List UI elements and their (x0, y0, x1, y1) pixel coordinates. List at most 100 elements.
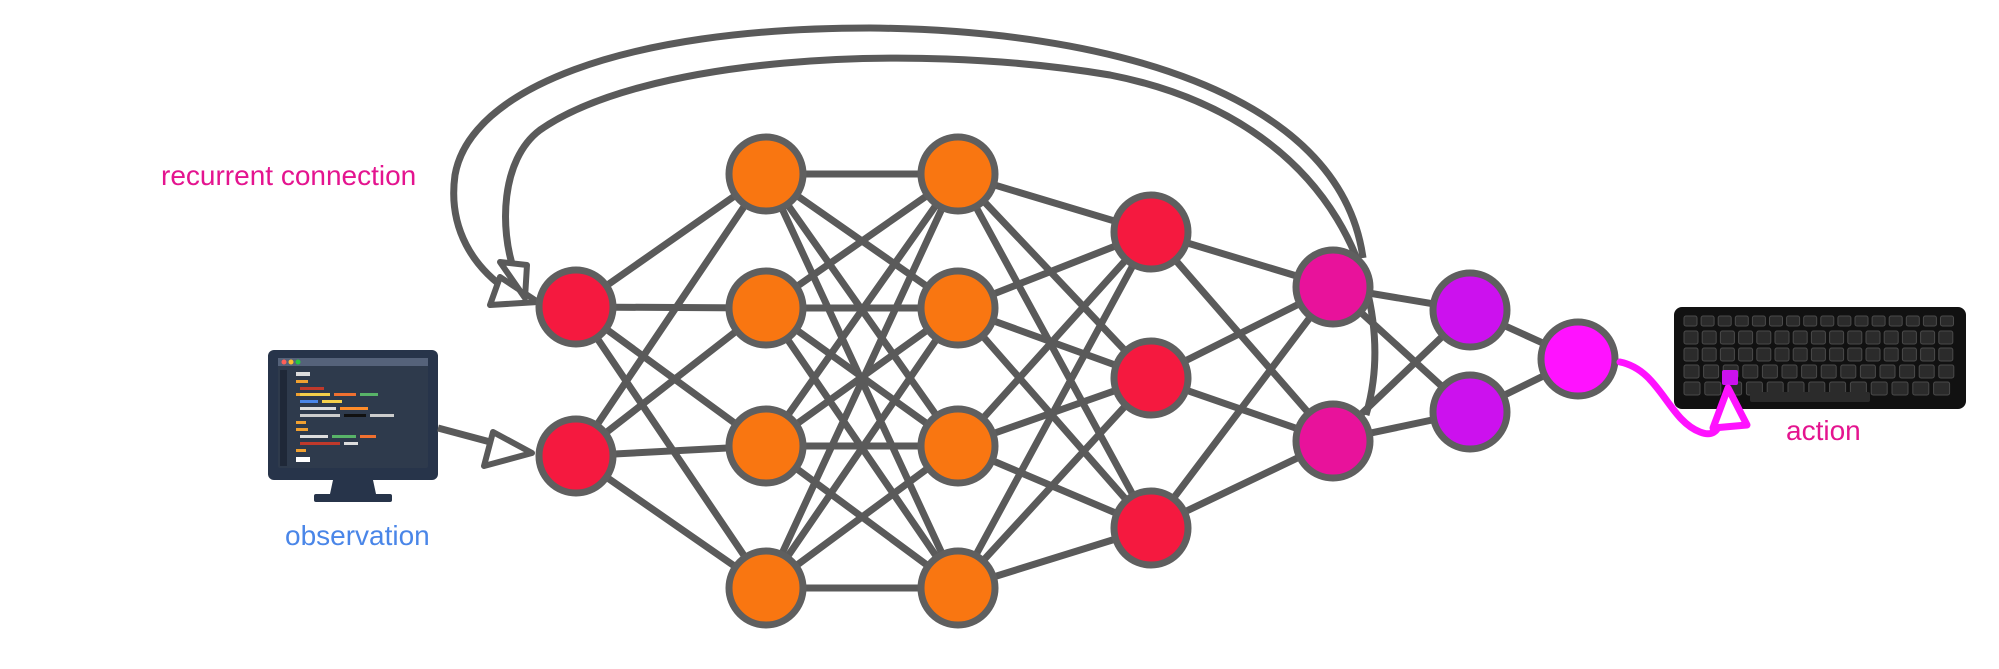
edge-l2-n1-to-l3-n2 (954, 304, 1155, 532)
keyboard-key-r3-k9 (1859, 364, 1876, 379)
node-layer0-1 (535, 415, 617, 497)
keyboard-key-r2-k8 (1829, 347, 1845, 362)
keyboard-key-r0-k0 (1683, 315, 1698, 327)
keyboard-icon (1674, 307, 1966, 409)
keyboard-key-r0-k10 (1854, 315, 1869, 327)
node-layer2-0 (917, 133, 999, 215)
node-layer3-0 (1110, 191, 1192, 273)
edge-l2-n2-to-l3-n0 (954, 228, 1155, 450)
node-layer4-0 (1292, 246, 1374, 328)
keyboard-key-r1-k6 (1792, 330, 1808, 345)
keyboard-key-r3-k13 (1938, 364, 1955, 379)
keyboard-key-r3-k6 (1801, 364, 1818, 379)
keyboard-key-r1-k4 (1756, 330, 1772, 345)
keyboard-key-r3-k4 (1761, 364, 1778, 379)
keyboard-key-r1-k2 (1719, 330, 1735, 345)
keyboard-key-r1-k11 (1883, 330, 1899, 345)
keyboard-key-r1-k1 (1701, 330, 1717, 345)
keyboard-key-r1-k12 (1901, 330, 1917, 345)
keyboard-key-r1-k9 (1847, 330, 1863, 345)
keyboard-key-r2-k12 (1901, 347, 1917, 362)
keyboard-key-r1-k0 (1683, 330, 1699, 345)
keyboard-key-r2-k10 (1865, 347, 1881, 362)
node-layer6-0 (1537, 318, 1619, 400)
keyboard-key-r2-k6 (1792, 347, 1808, 362)
node-layer1-3 (725, 547, 807, 629)
keyboard-key-r0-k8 (1820, 315, 1835, 327)
keyboard-key-r3-k12 (1918, 364, 1935, 379)
edge-l2-n3-to-l3-n0 (954, 228, 1155, 592)
keyboard-key-r4-k11 (1912, 381, 1930, 396)
keyboard-key-r0-k11 (1871, 315, 1886, 327)
keyboard-key-r2-k0 (1683, 347, 1699, 362)
keyboard-key-r3-k1 (1703, 364, 1720, 379)
recurrent-connection-inner (502, 54, 1379, 416)
keyboard-key-r4-k12 (1933, 381, 1951, 396)
keyboard-key-r4-k1 (1704, 381, 1722, 396)
node-layer2-2 (917, 405, 999, 487)
keyboard-key-r0-k5 (1769, 315, 1783, 327)
keyboard-key-r0-k7 (1803, 315, 1818, 327)
edge-l3-n0-to-l4-n1 (1147, 228, 1337, 445)
keyboard-key-r2-k13 (1920, 347, 1936, 362)
keyboard-key-r1-k13 (1920, 330, 1936, 345)
recurrent-arrowhead-inner (497, 259, 530, 301)
recurrent-connection-outer (450, 24, 1367, 302)
keyboard-key-r4-k10 (1891, 381, 1909, 396)
observation-label: observation (285, 520, 430, 551)
keyboard-key-r1-k8 (1829, 330, 1845, 345)
keyboard-key-r3-k3 (1742, 364, 1759, 379)
edge-l2-n0-to-l3-n2 (954, 170, 1155, 532)
edge-l1-n3-to-l2-n1 (762, 304, 962, 592)
edge-l1-n3-to-l2-n0 (762, 170, 962, 592)
keyboard-key-r0-k1 (1700, 315, 1715, 327)
keyboard-key-r3-k5 (1781, 364, 1798, 379)
keyboard-key-r3-k11 (1899, 364, 1916, 379)
keyboard-key-r2-k14 (1938, 347, 1954, 362)
keyboard-key-r0-k9 (1837, 315, 1852, 327)
network-nodes (535, 133, 1619, 629)
monitor-with-code-icon (268, 350, 438, 502)
node-layer3-1 (1110, 337, 1192, 419)
keyboard-key-r1-k14 (1938, 330, 1954, 345)
keyboard-key-r1-k5 (1774, 330, 1790, 345)
node-layer1-0 (725, 133, 807, 215)
edge-l1-n2-to-l2-n0 (762, 170, 962, 450)
keyboard-key-r4-k0 (1683, 381, 1701, 396)
keyboard-key-r0-k14 (1922, 315, 1937, 327)
edge-l2-n3-to-l3-n1 (954, 374, 1155, 592)
keyboard-key-r0-k15 (1940, 315, 1954, 327)
edge-l3-n2-to-l4-n0 (1147, 283, 1337, 532)
action-label: action (1786, 415, 1861, 446)
keyboard-key-r0-k2 (1717, 315, 1732, 327)
recurrent-connections (450, 24, 1379, 416)
keyboard-key-r0-k6 (1786, 315, 1801, 327)
keyboard-key-r1-k3 (1738, 330, 1754, 345)
edge-l0-n1-to-l1-n0 (572, 170, 770, 460)
keyboard-key-r2-k5 (1774, 347, 1790, 362)
keyboard-key-r1-k7 (1810, 330, 1826, 345)
keyboard-key-r0-k3 (1734, 315, 1749, 327)
network-edges (572, 170, 1582, 592)
keyboard-key-r2-k11 (1883, 347, 1899, 362)
keyboard-key-r0-k12 (1888, 315, 1903, 327)
node-layer0-0 (535, 266, 617, 348)
keyboard-spacebar (1750, 392, 1870, 402)
keyboard-key-r0-k4 (1751, 315, 1766, 327)
keyboard-key-r0-k13 (1905, 315, 1920, 327)
edge-l2-n0-to-l3-n1 (954, 170, 1155, 382)
keyboard-key-r2-k4 (1756, 347, 1772, 362)
node-layer1-2 (725, 405, 807, 487)
node-layer3-2 (1110, 487, 1192, 569)
keyboard-key-r2-k1 (1701, 347, 1717, 362)
node-layer2-3 (917, 547, 999, 629)
node-layer5-1 (1429, 371, 1511, 453)
keyboard-key-r3-k10 (1879, 364, 1896, 379)
keyboard-key-r4-k9 (1870, 381, 1888, 396)
recurrent-connection-label: recurrent connection (161, 160, 416, 191)
action-arrow (1616, 358, 1751, 438)
node-layer4-1 (1292, 400, 1374, 482)
keyboard-key-r2-k2 (1719, 347, 1735, 362)
keyboard-key-r2-k3 (1738, 347, 1754, 362)
